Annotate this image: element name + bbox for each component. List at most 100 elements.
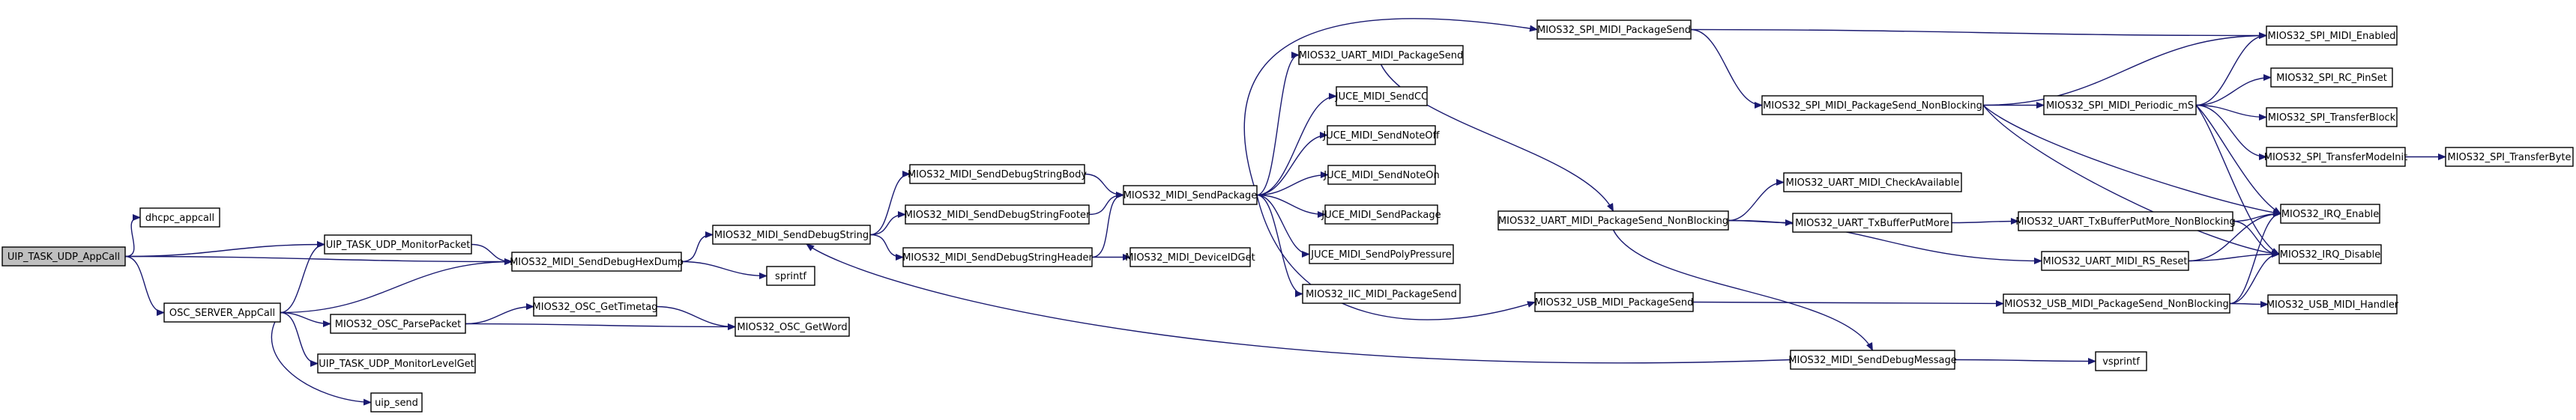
graph-node[interactable]: MIOS32_MIDI_SendDebugString — [712, 225, 871, 245]
call-edge — [280, 241, 325, 314]
graph-node[interactable]: uip_send — [370, 392, 423, 413]
call-edge — [271, 312, 372, 406]
graph-node[interactable]: MIOS32_MIDI_SendPackage — [1123, 185, 1258, 205]
node-box[interactable] — [2278, 244, 2382, 264]
node-box[interactable] — [1497, 210, 1729, 231]
node-box[interactable] — [2095, 351, 2147, 371]
node-box[interactable] — [1761, 95, 1984, 115]
node-box[interactable] — [902, 247, 1093, 267]
graph-node[interactable]: MIOS32_SPI_RC_PinSet — [2270, 67, 2393, 88]
graph-node[interactable]: MIOS32_MIDI_DeviceIDGet — [1125, 247, 1255, 267]
node-box[interactable] — [1790, 350, 1955, 370]
node-box[interactable] — [2445, 147, 2574, 167]
node-box[interactable] — [533, 296, 657, 317]
graph-node[interactable]: MIOS32_UART_MIDI_RS_Reset — [2041, 251, 2189, 271]
graph-node[interactable]: MIOS32_MIDI_SendDebugMessage — [1788, 350, 1957, 370]
node-box[interactable] — [766, 266, 815, 286]
node-box[interactable] — [370, 392, 423, 413]
node-box[interactable] — [2266, 107, 2398, 127]
node-box[interactable] — [905, 204, 1090, 225]
node-box[interactable] — [1534, 292, 1694, 312]
graph-node[interactable]: MIOS32_OSC_GetWord — [735, 317, 850, 337]
graph-node[interactable]: MIOS32_IRQ_Disable — [2278, 244, 2382, 264]
graph-node[interactable]: MIOS32_MIDI_SendDebugHexDump — [510, 252, 684, 272]
graph-node[interactable]: MIOS32_OSC_GetTimetag — [533, 296, 658, 317]
node-box[interactable] — [163, 302, 281, 323]
graph-node[interactable]: UIP_TASK_UDP_AppCall — [1, 246, 126, 267]
graph-node[interactable]: MIOS32_SPI_TransferBlock — [2266, 107, 2398, 127]
graph-node[interactable]: MIOS32_IRQ_Enable — [2280, 204, 2380, 224]
node-box[interactable] — [511, 252, 682, 272]
graph-node[interactable]: MIOS32_OSC_ParsePacket — [330, 314, 466, 334]
node-box[interactable] — [1327, 125, 1436, 145]
graph-node[interactable]: MIOS32_MIDI_SendDebugStringBody — [908, 164, 1087, 184]
graph-node[interactable]: vsprintf — [2095, 351, 2147, 371]
node-box[interactable] — [324, 234, 472, 255]
graph-node[interactable]: UIP_TASK_UDP_MonitorPacket — [324, 234, 472, 255]
graph-node[interactable]: OSC_SERVER_AppCall — [163, 302, 281, 323]
graph-node[interactable]: MIOS32_IIC_MIDI_PackageSend — [1302, 284, 1461, 304]
node-box[interactable] — [1309, 244, 1454, 264]
node-box[interactable] — [1324, 204, 1438, 225]
node-box[interactable] — [1, 246, 126, 267]
node-label: uip_send — [375, 398, 418, 409]
node-box[interactable] — [1298, 45, 1464, 65]
node-box[interactable] — [139, 207, 220, 228]
node-label: UIP_TASK_UDP_MonitorPacket — [326, 240, 471, 251]
node-box[interactable] — [330, 314, 466, 334]
node-box[interactable] — [1783, 172, 1962, 192]
graph-node[interactable]: MIOS32_SPI_TransferByte — [2445, 147, 2574, 167]
call-edge — [2195, 104, 2267, 160]
graph-node[interactable]: MIOS32_USB_MIDI_PackageSend_NonBlocking — [2003, 293, 2230, 314]
graph-node[interactable]: JUCE_MIDI_SendPackage — [1321, 204, 1441, 225]
graph-node[interactable]: JUCE_MIDI_SendNoteOn — [1323, 165, 1440, 185]
graph-node[interactable]: MIOS32_UART_MIDI_CheckAvailable — [1783, 172, 1962, 192]
node-box[interactable] — [909, 164, 1085, 184]
graph-node[interactable]: MIOS32_USB_MIDI_PackageSend — [1534, 292, 1694, 312]
graph-node[interactable]: MIOS32_SPI_MIDI_PackageSend_NonBlocking — [1761, 95, 1984, 115]
graph-node[interactable]: MIOS32_UART_MIDI_PackageSend_NonBlocking — [1497, 210, 1729, 231]
node-box[interactable] — [1302, 284, 1461, 304]
graph-node[interactable]: MIOS32_UART_TxBufferPutMore_NonBlocking — [2015, 211, 2236, 231]
node-box[interactable] — [2280, 204, 2380, 224]
node-box[interactable] — [735, 317, 850, 337]
graph-node[interactable]: JUCE_MIDI_SendCC — [1335, 86, 1428, 106]
node-box[interactable] — [317, 353, 476, 374]
call-edge — [1690, 28, 2267, 39]
node-box[interactable] — [712, 225, 871, 245]
graph-node[interactable]: dhcpc_appcall — [139, 207, 220, 228]
node-box[interactable] — [1123, 185, 1258, 205]
graph-node[interactable]: MIOS32_UART_MIDI_PackageSend — [1298, 45, 1464, 65]
graph-node[interactable]: MIOS32_SPI_MIDI_Enabled — [2266, 25, 2398, 46]
graph-node[interactable]: MIOS32_SPI_TransferModeInit — [2264, 147, 2407, 167]
graph-node[interactable]: sprintf — [766, 266, 815, 286]
call-edge — [1256, 194, 1303, 297]
node-box[interactable] — [1129, 247, 1251, 267]
node-box[interactable] — [1336, 86, 1428, 106]
graph-node[interactable]: JUCE_MIDI_SendPolyPressure — [1309, 244, 1454, 264]
node-label: MIOS32_IRQ_Enable — [2281, 209, 2379, 220]
node-box[interactable] — [2003, 293, 2230, 314]
graph-node[interactable]: UIP_TASK_UDP_MonitorLevelGet — [317, 353, 476, 374]
node-box[interactable] — [1327, 165, 1436, 185]
node-box[interactable] — [2267, 294, 2398, 314]
node-box[interactable] — [2041, 251, 2189, 271]
node-box[interactable] — [1792, 213, 1952, 233]
node-box[interactable] — [2270, 67, 2393, 88]
graph-node[interactable]: MIOS32_UART_TxBufferPutMore — [1792, 213, 1952, 233]
node-box[interactable] — [2043, 95, 2197, 115]
call-edge — [2195, 74, 2272, 106]
node-label: JUCE_MIDI_SendPolyPressure — [1310, 249, 1451, 261]
node-label: MIOS32_OSC_GetWord — [737, 322, 847, 333]
node-box[interactable] — [2266, 147, 2406, 167]
graph-node[interactable]: MIOS32_MIDI_SendDebugStringHeader — [902, 247, 1093, 267]
node-box[interactable] — [2018, 211, 2233, 231]
graph-node[interactable]: MIOS32_MIDI_SendDebugStringFooter — [905, 204, 1091, 225]
graph-node[interactable]: MIOS32_USB_MIDI_Handler — [2266, 294, 2399, 314]
graph-node[interactable]: JUCE_MIDI_SendNoteOff — [1322, 125, 1441, 145]
graph-node[interactable]: MIOS32_SPI_MIDI_PackageSend — [1536, 19, 1692, 40]
graph-node[interactable]: MIOS32_SPI_MIDI_Periodic_mS — [2043, 95, 2197, 115]
node-box[interactable] — [2266, 25, 2398, 46]
node-box[interactable] — [1536, 19, 1692, 40]
